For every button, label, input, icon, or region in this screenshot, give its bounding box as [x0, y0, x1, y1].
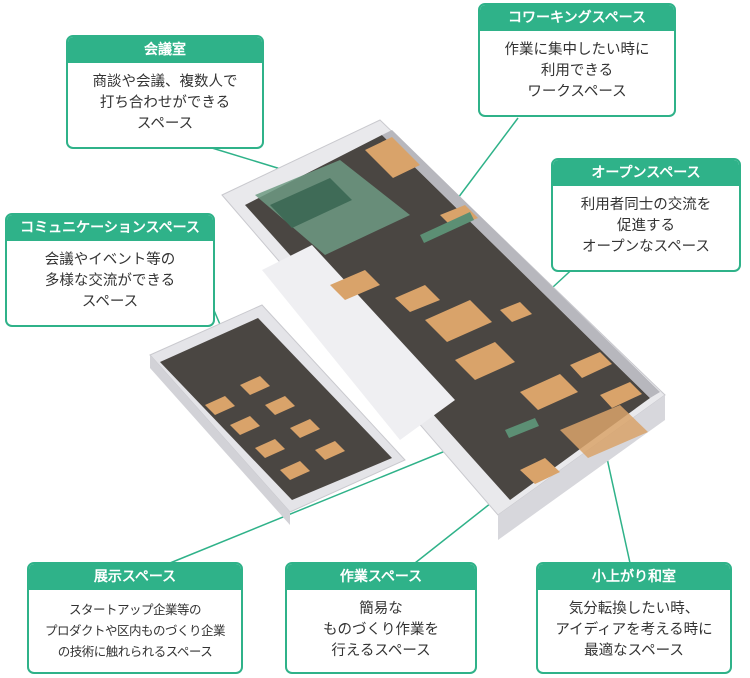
callout-description: 会議やイベント等の 多様な交流ができる スペース — [44, 252, 176, 310]
callout-title: 作業スペース — [287, 564, 475, 590]
annex-wall-front — [150, 355, 290, 525]
main-floor-furniture — [330, 137, 648, 484]
callout-description: 利用者同士の交流を 促進する オープンなスペース — [580, 197, 712, 255]
callout-communication: コミュニケーションスペース 会議やイベント等の 多様な交流ができる スペース — [5, 213, 215, 327]
annex-tables — [205, 376, 345, 480]
meeting-room-partition — [270, 178, 352, 228]
callout-meeting: 会議室 商談や会議、複数人で 打ち合わせができる スペース — [66, 35, 264, 149]
callout-title: コミュニケーションスペース — [7, 215, 213, 241]
callout-work: 作業スペース 簡易な ものづくり作業を 行えるスペース — [285, 562, 477, 674]
main-floor-shelves — [420, 212, 539, 438]
callout-description: 簡易な ものづくり作業を 行えるスペース — [323, 601, 439, 659]
callout-title: コワーキングスペース — [480, 5, 674, 31]
callout-tatami: 小上がり和室 気分転換したい時、 アイディアを考える時に 最適なスペース — [536, 562, 732, 674]
leader-line-exhibit — [169, 431, 493, 564]
callout-title: 小上がり和室 — [538, 564, 730, 590]
corridor — [262, 245, 455, 440]
callout-title: オープンスペース — [553, 160, 739, 186]
callout-description: 気分転換したい時、 アイディアを考える時に 最適なスペース — [555, 601, 713, 659]
callout-title: 展示スペース — [29, 564, 241, 590]
callout-coworking: コワーキングスペース 作業に集中したい時に 利用できる ワークスペース — [478, 3, 676, 117]
callout-description: スタートアップ企業等の プロダクトや区内ものづくり企業 の技術に触れられるスペー… — [44, 602, 226, 659]
callout-exhibit: 展示スペース スタートアップ企業等の プロダクトや区内ものづくり企業 の技術に触… — [27, 562, 243, 674]
leader-lines — [169, 117, 631, 564]
callout-open: オープンスペース 利用者同士の交流を 促進する オープンなスペース — [551, 158, 741, 272]
callout-description: 商談や会議、複数人で 打ち合わせができる スペース — [92, 74, 238, 132]
window-wall — [382, 130, 660, 398]
callout-description: 作業に集中したい時に 利用できる ワークスペース — [504, 42, 650, 100]
callout-title: 会議室 — [68, 37, 262, 63]
